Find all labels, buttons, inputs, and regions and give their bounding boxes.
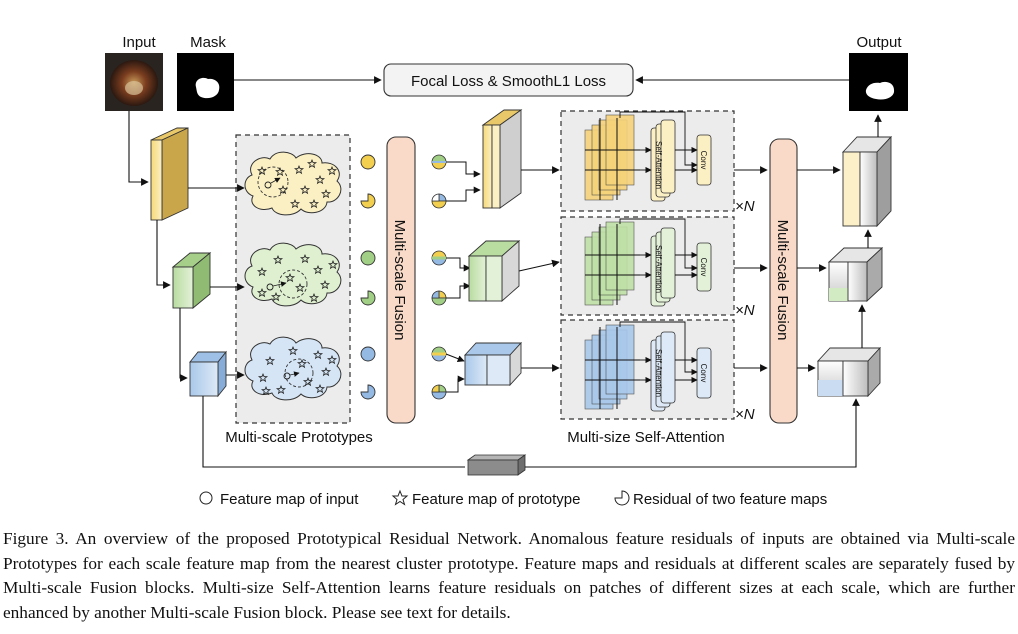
fused-input-icon-1 bbox=[431, 154, 447, 170]
loss-box bbox=[383, 63, 634, 97]
input-label: Input bbox=[122, 34, 156, 51]
output-label: Output bbox=[856, 34, 902, 51]
fusion-block-2 bbox=[769, 138, 798, 424]
legend-input-map: Feature map of input bbox=[220, 491, 359, 508]
encoder-feature-2 bbox=[171, 252, 212, 309]
concat-feature-1 bbox=[481, 109, 523, 209]
legend-prototype-map: Feature map of prototype bbox=[412, 491, 580, 508]
repeat-label-2: ×N bbox=[735, 302, 755, 319]
legend-star-icon bbox=[391, 489, 409, 506]
fused-input-icon-2 bbox=[431, 250, 447, 266]
self-attention-label-1: Self-Attention bbox=[654, 141, 663, 189]
prototype-cloud-3 bbox=[244, 336, 342, 401]
repeat-label-1: ×N bbox=[735, 198, 755, 215]
fused-residual-icon-2 bbox=[431, 290, 447, 306]
fused-input-icon-3 bbox=[431, 346, 447, 362]
legend-circle-icon bbox=[199, 491, 213, 505]
mask-image bbox=[177, 53, 234, 111]
concat-feature-2 bbox=[467, 240, 521, 302]
legend: Feature map of input Feature map of prot… bbox=[199, 489, 827, 508]
skip-feature-block bbox=[466, 454, 527, 476]
self-attention-label-3: Self-Attention bbox=[654, 349, 663, 397]
figure-caption: Figure 3. An overview of the proposed Pr… bbox=[3, 529, 1015, 622]
encoder-feature-3 bbox=[189, 350, 227, 398]
input-map-icon-3 bbox=[360, 346, 376, 362]
fused-residual-icon-1 bbox=[431, 193, 447, 209]
loss-label: Focal Loss & SmoothL1 Loss bbox=[411, 73, 606, 90]
residual-icon-1 bbox=[360, 193, 376, 209]
fused-residual-icon-3 bbox=[431, 384, 447, 400]
self-attention-label-2: Self-Attention bbox=[654, 245, 663, 293]
output-image bbox=[849, 53, 908, 111]
fusion-label-2: Multi-scale Fusion bbox=[774, 220, 791, 341]
conv-label-3: Conv bbox=[699, 364, 708, 383]
conv-label-2: Conv bbox=[699, 258, 708, 277]
attention-block-3: Self-Attention Conv bbox=[560, 319, 735, 420]
concat-feature-3 bbox=[463, 341, 523, 387]
prototype-cloud-1 bbox=[244, 151, 342, 216]
residual-icon-2 bbox=[360, 290, 376, 306]
attention-block-1: Self-Attention Conv bbox=[560, 110, 735, 212]
input-map-icon-2 bbox=[360, 250, 376, 266]
mask-label: Mask bbox=[190, 34, 226, 51]
input-map-icon-1 bbox=[360, 154, 376, 170]
prototype-cloud-2 bbox=[244, 242, 342, 307]
encoder-feature-1 bbox=[150, 127, 189, 221]
decoder-feature-2 bbox=[827, 246, 884, 303]
fusion-label-1: Multi-scale Fusion bbox=[391, 220, 408, 341]
conv-label-1: Conv bbox=[699, 151, 708, 170]
attention-block-2: Self-Attention Conv bbox=[560, 216, 735, 316]
prn-overview-figure: Input Mask Output Focal Loss & SmoothL1 … bbox=[105, 34, 908, 508]
input-image bbox=[105, 53, 163, 111]
fusion-block-1 bbox=[386, 136, 416, 424]
prototypes-label: Multi-scale Prototypes bbox=[225, 429, 373, 446]
attention-label: Multi-size Self-Attention bbox=[567, 429, 725, 446]
legend-residual-icon bbox=[614, 490, 630, 506]
decoder-feature-1 bbox=[841, 135, 893, 228]
residual-icon-3 bbox=[360, 384, 376, 400]
repeat-label-3: ×N bbox=[735, 406, 755, 423]
legend-residual: Residual of two feature maps bbox=[633, 491, 827, 508]
decoder-feature-3 bbox=[816, 346, 882, 398]
